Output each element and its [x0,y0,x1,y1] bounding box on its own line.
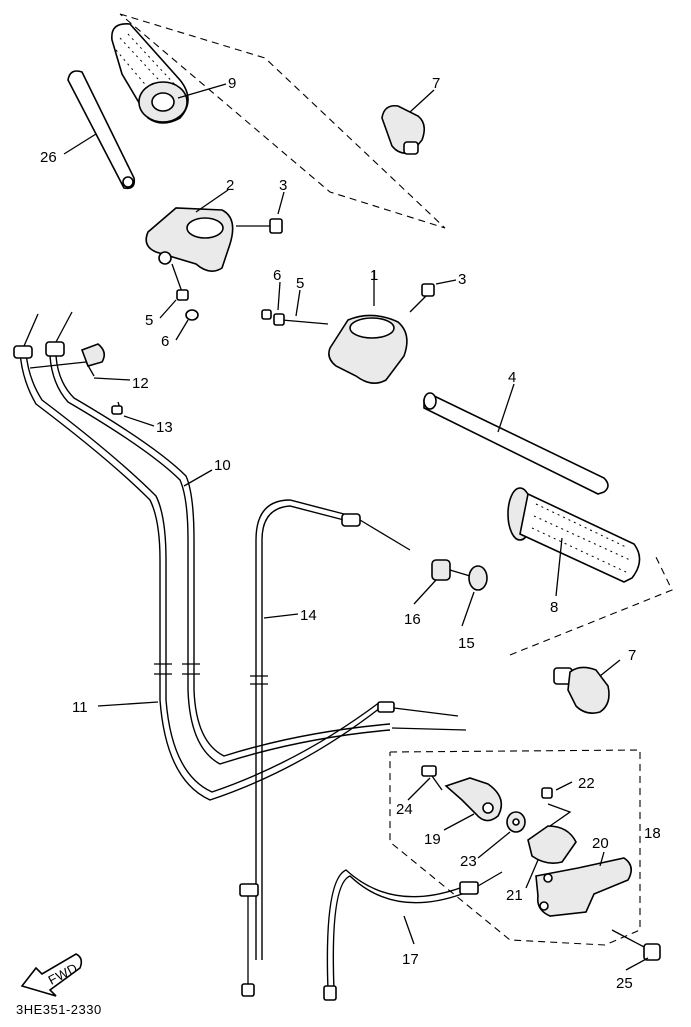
callout-7-bottom: 7 [628,647,636,664]
fwd-arrow-icon: FWD [20,953,83,997]
handlebar-left-part [67,70,136,190]
callout-12: 12 [132,375,149,392]
switch-holder-right-part [328,314,408,384]
callout-5-left: 5 [145,312,153,329]
callout-18: 18 [644,825,661,842]
callout-21: 21 [506,887,523,904]
callout-16: 16 [404,611,421,628]
callout-13: 13 [156,419,173,436]
grip-right-part [507,487,641,583]
dashed-group-outlines [119,13,673,946]
callout-25: 25 [616,975,633,992]
callout-labels: 9 26 7 2 3 5 6 6 5 1 3 4 12 13 10 14 16 … [40,75,661,992]
screw-25-part [611,929,661,961]
callout-4: 4 [508,369,516,386]
callout-5-right: 5 [296,275,304,292]
callout-10: 10 [214,457,231,474]
handlebar-right-part [423,392,609,495]
callout-26: 26 [40,149,57,166]
bracket-20-part [535,857,632,917]
callout-19: 19 [424,831,441,848]
screw-3-left-part [236,218,283,234]
callout-6-left: 6 [161,333,169,350]
callout-23: 23 [460,853,477,870]
callout-17: 17 [402,951,419,968]
switch-holder-left-part [145,207,234,272]
callout-22: 22 [578,775,595,792]
leader-lines [29,83,649,971]
callout-8: 8 [550,599,558,616]
screw-5-left-part [171,263,189,301]
switch-21-part [527,825,577,864]
callout-2: 2 [226,177,234,194]
throttle-cables-part [13,311,467,801]
throttle-grip-part [111,23,189,124]
screw-3-right-part [409,283,435,313]
callout-6-right: 6 [273,267,281,284]
callout-9: 9 [228,75,236,92]
callout-14: 14 [300,607,317,624]
callout-7-top: 7 [432,75,440,92]
screw-22-part [541,787,553,799]
locknut-15-part [468,565,488,591]
cable-guide-part [80,343,106,367]
callout-15: 15 [458,635,475,652]
bar-end-bottom-part [553,666,610,714]
callout-1: 1 [370,267,378,284]
screw-13-part [111,401,123,415]
adjuster-16-part [431,559,471,581]
diagram-code: 3HE351-2330 [16,1002,102,1017]
callout-3-right: 3 [458,271,466,288]
bar-end-top-part [381,104,426,155]
callout-20: 20 [592,835,609,852]
screw-5-right-part [273,313,329,326]
clutch-cable-part [323,869,503,1001]
callout-3-left: 3 [279,177,287,194]
callout-11: 11 [72,699,88,716]
lever-19-part [444,777,503,822]
screw-24-part [421,765,443,791]
callout-24: 24 [396,801,413,818]
nut-6-left-part [185,309,199,321]
nut-6-right-part [261,309,272,320]
choke-cable-part [239,499,411,997]
washer-23-part [506,811,526,833]
